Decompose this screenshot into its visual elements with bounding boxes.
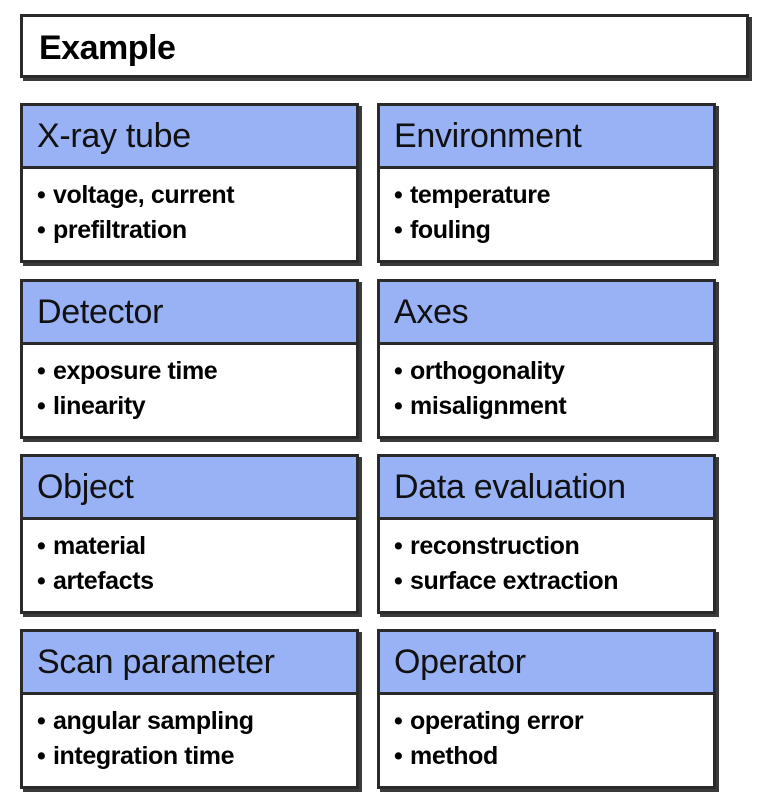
card-detector: Detector •exposure time •linearity bbox=[20, 279, 359, 439]
list-item: •angular sampling bbox=[37, 704, 356, 739]
bullet-icon: • bbox=[37, 707, 46, 735]
card-axes: Axes •orthogonality •misalignment bbox=[377, 279, 716, 439]
card-header: Object bbox=[23, 457, 356, 520]
bullet-icon: • bbox=[394, 707, 403, 735]
list-item: •prefiltration bbox=[37, 213, 356, 248]
card-header: X-ray tube bbox=[23, 106, 356, 169]
card-body: •angular sampling •integration time bbox=[23, 695, 356, 774]
item-text: surface extraction bbox=[410, 567, 619, 595]
item-text: orthogonality bbox=[410, 357, 565, 385]
list-item: •misalignment bbox=[394, 389, 713, 424]
item-text: temperature bbox=[410, 181, 551, 209]
item-text: angular sampling bbox=[53, 707, 254, 735]
list-item: •integration time bbox=[37, 739, 356, 774]
card-title: Axes bbox=[394, 293, 469, 331]
bullet-icon: • bbox=[394, 532, 403, 560]
bullet-icon: • bbox=[37, 392, 46, 420]
item-text: voltage, current bbox=[53, 181, 235, 209]
card-body: •voltage, current •prefiltration bbox=[23, 169, 356, 248]
card-data-evaluation: Data evaluation •reconstruction •surface… bbox=[377, 454, 716, 614]
bullet-icon: • bbox=[394, 567, 403, 595]
card-operator: Operator •operating error •method bbox=[377, 629, 716, 789]
list-item: •material bbox=[37, 529, 356, 564]
card-object: Object •material •artefacts bbox=[20, 454, 359, 614]
item-text: misalignment bbox=[410, 392, 567, 420]
card-header: Scan parameter bbox=[23, 632, 356, 695]
card-header: Detector bbox=[23, 282, 356, 345]
list-item: •operating error bbox=[394, 704, 713, 739]
card-body: •temperature •fouling bbox=[380, 169, 713, 248]
bullet-icon: • bbox=[394, 216, 403, 244]
bullet-icon: • bbox=[37, 532, 46, 560]
item-text: reconstruction bbox=[410, 532, 580, 560]
list-item: •fouling bbox=[394, 213, 713, 248]
list-item: •artefacts bbox=[37, 564, 356, 599]
bullet-icon: • bbox=[37, 181, 46, 209]
card-body: •operating error •method bbox=[380, 695, 713, 774]
card-body: •orthogonality •misalignment bbox=[380, 345, 713, 424]
card-title: Detector bbox=[37, 293, 164, 331]
list-item: •temperature bbox=[394, 178, 713, 213]
card-scan-parameter: Scan parameter •angular sampling •integr… bbox=[20, 629, 359, 789]
card-header: Axes bbox=[380, 282, 713, 345]
bullet-icon: • bbox=[394, 392, 403, 420]
card-environment: Environment •temperature •fouling bbox=[377, 103, 716, 263]
card-x-ray-tube: X-ray tube •voltage, current •prefiltrat… bbox=[20, 103, 359, 263]
card-title: Operator bbox=[394, 643, 526, 681]
card-title: X-ray tube bbox=[37, 117, 191, 155]
list-item: •surface extraction bbox=[394, 564, 713, 599]
card-title: Object bbox=[37, 468, 134, 506]
card-header: Environment bbox=[380, 106, 713, 169]
card-body: •reconstruction •surface extraction bbox=[380, 520, 713, 599]
card-title: Environment bbox=[394, 117, 582, 155]
bullet-icon: • bbox=[394, 181, 403, 209]
list-item: •reconstruction bbox=[394, 529, 713, 564]
bullet-icon: • bbox=[37, 567, 46, 595]
example-title-box: Example bbox=[20, 14, 749, 78]
item-text: artefacts bbox=[53, 567, 154, 595]
card-title: Data evaluation bbox=[394, 468, 626, 506]
list-item: •orthogonality bbox=[394, 354, 713, 389]
item-text: fouling bbox=[410, 216, 491, 244]
bullet-icon: • bbox=[37, 216, 46, 244]
bullet-icon: • bbox=[37, 742, 46, 770]
item-text: operating error bbox=[410, 707, 584, 735]
list-item: •linearity bbox=[37, 389, 356, 424]
list-item: •exposure time bbox=[37, 354, 356, 389]
item-text: linearity bbox=[53, 392, 146, 420]
list-item: •method bbox=[394, 739, 713, 774]
card-header: Data evaluation bbox=[380, 457, 713, 520]
bullet-icon: • bbox=[37, 357, 46, 385]
diagram-title: Example bbox=[39, 29, 176, 67]
item-text: integration time bbox=[53, 742, 235, 770]
bullet-icon: • bbox=[394, 357, 403, 385]
bullet-icon: • bbox=[394, 742, 403, 770]
card-body: •exposure time •linearity bbox=[23, 345, 356, 424]
item-text: material bbox=[53, 532, 146, 560]
item-text: prefiltration bbox=[53, 216, 187, 244]
card-title: Scan parameter bbox=[37, 643, 275, 681]
list-item: •voltage, current bbox=[37, 178, 356, 213]
item-text: method bbox=[410, 742, 498, 770]
card-body: •material •artefacts bbox=[23, 520, 356, 599]
card-header: Operator bbox=[380, 632, 713, 695]
item-text: exposure time bbox=[53, 357, 218, 385]
